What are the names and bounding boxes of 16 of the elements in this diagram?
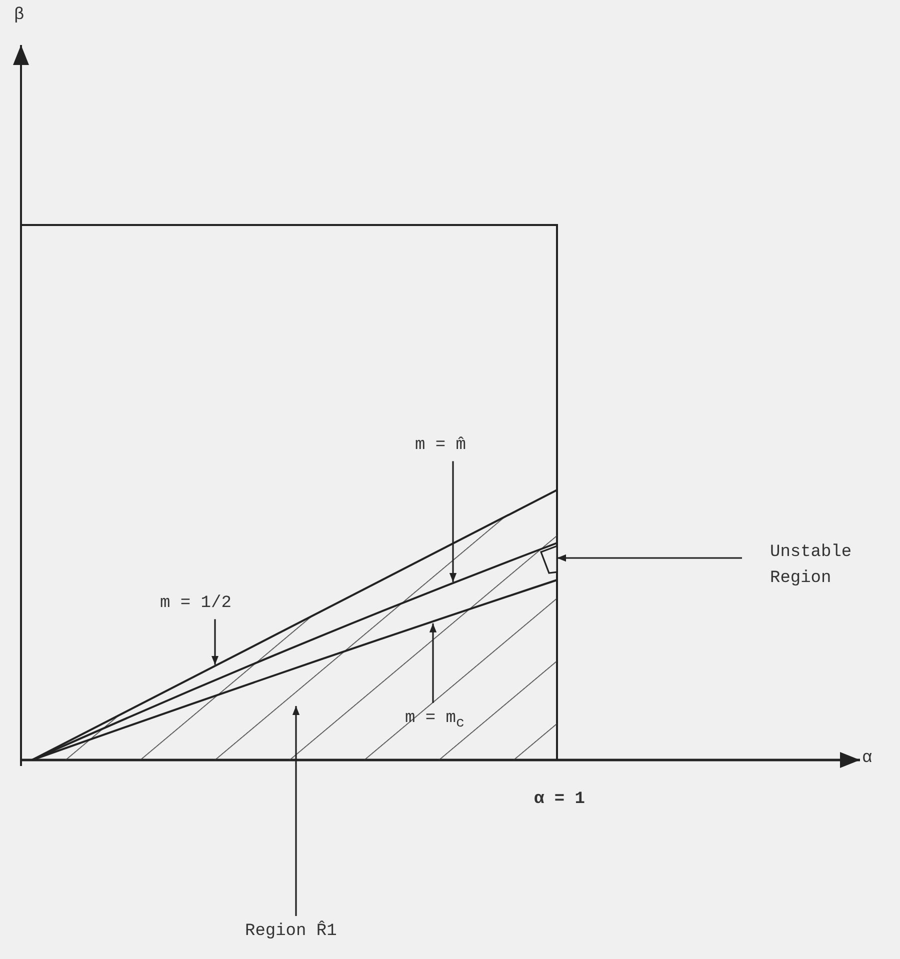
leader-arrow bbox=[429, 623, 437, 703]
unstable-region bbox=[540, 544, 558, 574]
curve-label: m = m$_{c}$ bbox=[405, 705, 465, 736]
curve-line bbox=[32, 542, 558, 761]
leader-arrow bbox=[211, 619, 219, 665]
leader-arrow bbox=[292, 706, 300, 916]
axis-label: β bbox=[14, 5, 24, 27]
leader-arrow bbox=[449, 461, 457, 582]
curve-label: m = 1/2 bbox=[160, 590, 232, 618]
axis-value-label: α = 1 bbox=[534, 789, 586, 811]
curve-line bbox=[32, 579, 558, 761]
curve-label: m = m̂ bbox=[415, 432, 466, 460]
leader-arrow bbox=[557, 554, 742, 562]
region-label: Unstable Region bbox=[770, 540, 880, 591]
axis-label: α bbox=[862, 748, 872, 770]
region-label: Region R̂1 bbox=[245, 918, 337, 946]
